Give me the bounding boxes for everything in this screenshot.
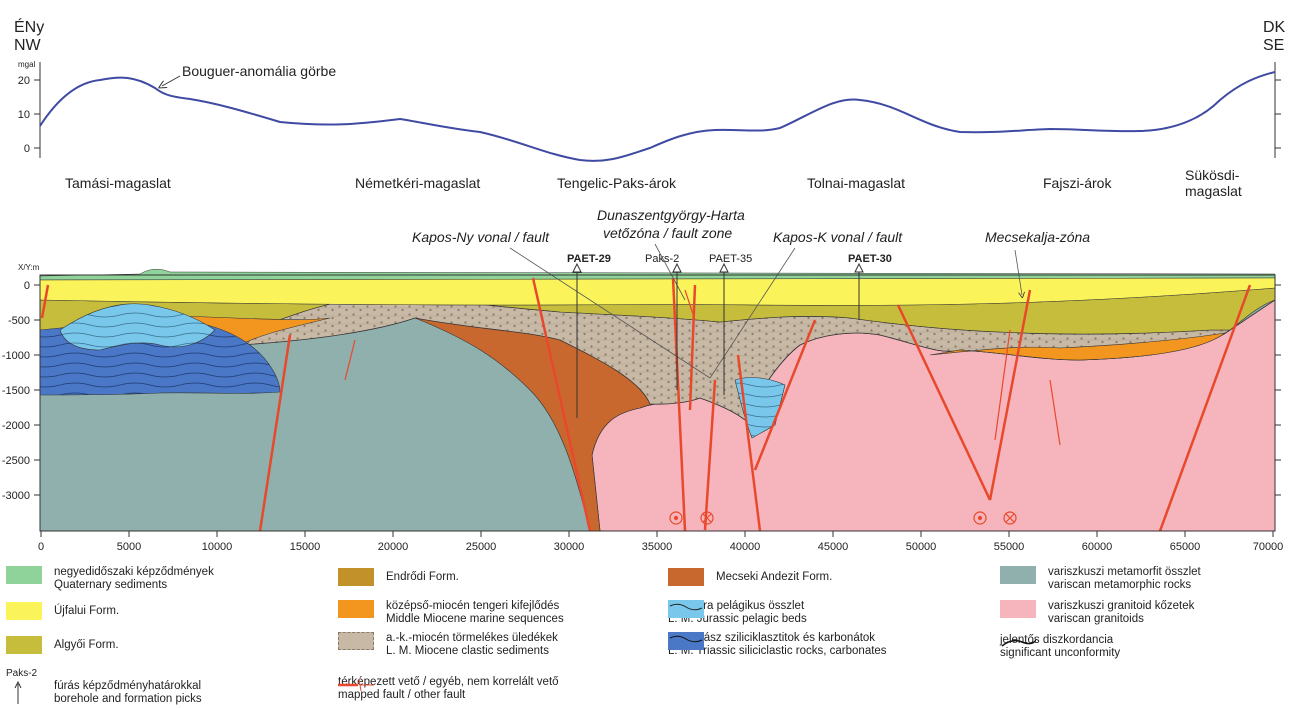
curve-label-arrow bbox=[162, 75, 181, 86]
gravity-tick-label: 0 bbox=[24, 143, 30, 155]
section-x-axis: 0 5000 10000 15000 20000 25000 30000 350… bbox=[38, 531, 1283, 553]
fault-lines bbox=[40, 277, 1252, 532]
x-tick-label: 20000 bbox=[378, 541, 409, 553]
jurassic-body bbox=[59, 303, 786, 439]
fault-line bbox=[896, 304, 992, 501]
corner-left-hu: ÉNy bbox=[14, 17, 44, 36]
fault-line bbox=[344, 339, 356, 381]
bouguer-anomaly-curve bbox=[39, 71, 1276, 162]
x-tick-label: 50000 bbox=[906, 541, 937, 553]
borehole-label: PAET-35 bbox=[709, 253, 752, 265]
fault-line bbox=[531, 277, 592, 532]
depth-tick-label: -1500 bbox=[2, 385, 30, 397]
x-tick-label: 55000 bbox=[994, 541, 1025, 553]
region-label: Tamási-magaslat bbox=[65, 175, 171, 191]
borehole-arrow bbox=[572, 262, 582, 273]
depth-tick-label: 0 bbox=[24, 280, 30, 292]
x-tick-label: 25000 bbox=[466, 541, 497, 553]
boreholes bbox=[572, 262, 864, 418]
fault-label-kapos-k: Kapos-K vonal / fault bbox=[773, 229, 903, 245]
geologic-cross-section: PAET-29 Paks-2 PAET-35 PAET-30 X/Y:m bbox=[18, 243, 1276, 532]
depth-tick-label: -500 bbox=[8, 315, 30, 327]
region-label: Tolnai-magaslat bbox=[807, 175, 905, 191]
section-y-axis: 0 -500 -1000 -1500 -2000 -2500 -3000 bbox=[2, 280, 1281, 502]
x-tick-label: 35000 bbox=[642, 541, 673, 553]
x-tick-label: 5000 bbox=[117, 541, 141, 553]
fault-label-dunaszentgyorgy: Dunaszentgyörgy-Harta bbox=[597, 207, 745, 223]
fault-line bbox=[688, 284, 697, 411]
depth-tick-label: -2000 bbox=[2, 420, 30, 432]
fault-line bbox=[671, 277, 687, 532]
fault-line bbox=[40, 284, 50, 319]
section-y-unit: X/Y:m bbox=[18, 263, 40, 272]
corner-left-en: NW bbox=[14, 37, 42, 54]
x-tick-label: 40000 bbox=[730, 541, 761, 553]
corner-right-hu: DK bbox=[1263, 19, 1286, 36]
fault-label-kapos-ny: Kapos-Ny vonal / fault bbox=[412, 229, 550, 245]
x-tick-label: 0 bbox=[38, 541, 44, 553]
depth-tick-label: -2500 bbox=[2, 455, 30, 467]
borehole-label: Paks-2 bbox=[645, 253, 679, 265]
fault-line bbox=[258, 334, 292, 532]
depth-tick-label: -1000 bbox=[2, 350, 30, 362]
fault-line bbox=[703, 379, 717, 531]
fault-motion-symbols bbox=[669, 511, 1017, 525]
corner-right-en: SE bbox=[1263, 37, 1284, 54]
fault-label-dunaszentgyorgy: vetőzóna / fault zone bbox=[603, 225, 732, 241]
fault-line bbox=[753, 319, 817, 471]
borehole-arrow bbox=[854, 262, 864, 273]
x-tick-label: 15000 bbox=[290, 541, 321, 553]
middle-miocene-band bbox=[174, 315, 1226, 361]
region-label: Tengelic-Paks-árok bbox=[557, 175, 677, 191]
region-label: Németkéri-magaslat bbox=[355, 175, 480, 191]
fault-label-mecsekalja: Mecsekalja-zóna bbox=[985, 229, 1090, 245]
fault-line bbox=[994, 329, 1011, 441]
borehole-label: PAET-30 bbox=[848, 253, 892, 265]
region-label: Sükösdi- bbox=[1185, 167, 1240, 183]
fault-line bbox=[988, 289, 1032, 501]
x-tick-label: 30000 bbox=[554, 541, 585, 553]
fault-line bbox=[1158, 284, 1252, 532]
depth-tick-label: -3000 bbox=[2, 490, 30, 502]
gravity-unit: mgal bbox=[18, 60, 36, 69]
borehole-arrow bbox=[719, 262, 729, 273]
borehole-arrow bbox=[672, 262, 682, 273]
x-tick-label: 70000 bbox=[1253, 541, 1284, 553]
gravity-tick-label: 20 bbox=[18, 75, 30, 87]
x-tick-label: 45000 bbox=[818, 541, 849, 553]
region-label: magaslat bbox=[1185, 183, 1242, 199]
x-tick-label: 60000 bbox=[1082, 541, 1113, 553]
curve-label: Bouguer-anomália görbe bbox=[182, 63, 336, 79]
fault-line bbox=[736, 354, 762, 532]
x-tick-label: 65000 bbox=[1170, 541, 1201, 553]
borehole-label: PAET-29 bbox=[567, 253, 611, 265]
fault-line bbox=[1049, 379, 1061, 446]
gravity-axis: mgal 20 10 0 bbox=[18, 60, 1281, 158]
region-label: Fajszi-árok bbox=[1043, 175, 1112, 191]
ujfalui-formation bbox=[39, 277, 1276, 306]
gravity-tick-label: 10 bbox=[18, 109, 30, 121]
x-tick-label: 10000 bbox=[202, 541, 233, 553]
